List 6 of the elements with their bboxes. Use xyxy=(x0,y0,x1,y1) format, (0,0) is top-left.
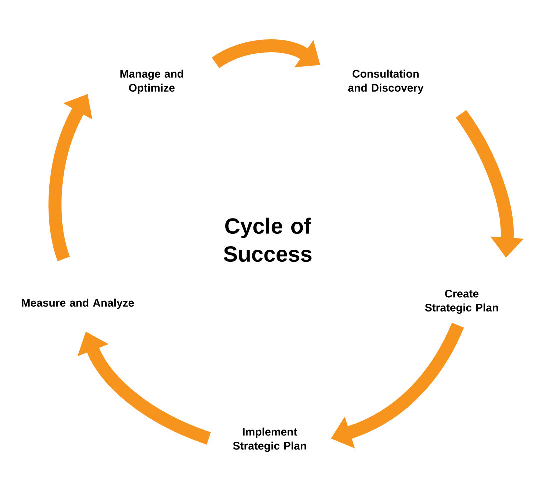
step-label: Implement Strategic Plan xyxy=(233,428,306,452)
step-label: Manage and Optimize xyxy=(120,70,184,94)
step-label: Consultation and Discovery xyxy=(348,70,424,94)
title: Cycle of Success xyxy=(224,218,312,262)
step-label: Create Strategic Plan xyxy=(425,290,498,314)
step-label: Measure and Analyze xyxy=(22,298,134,310)
